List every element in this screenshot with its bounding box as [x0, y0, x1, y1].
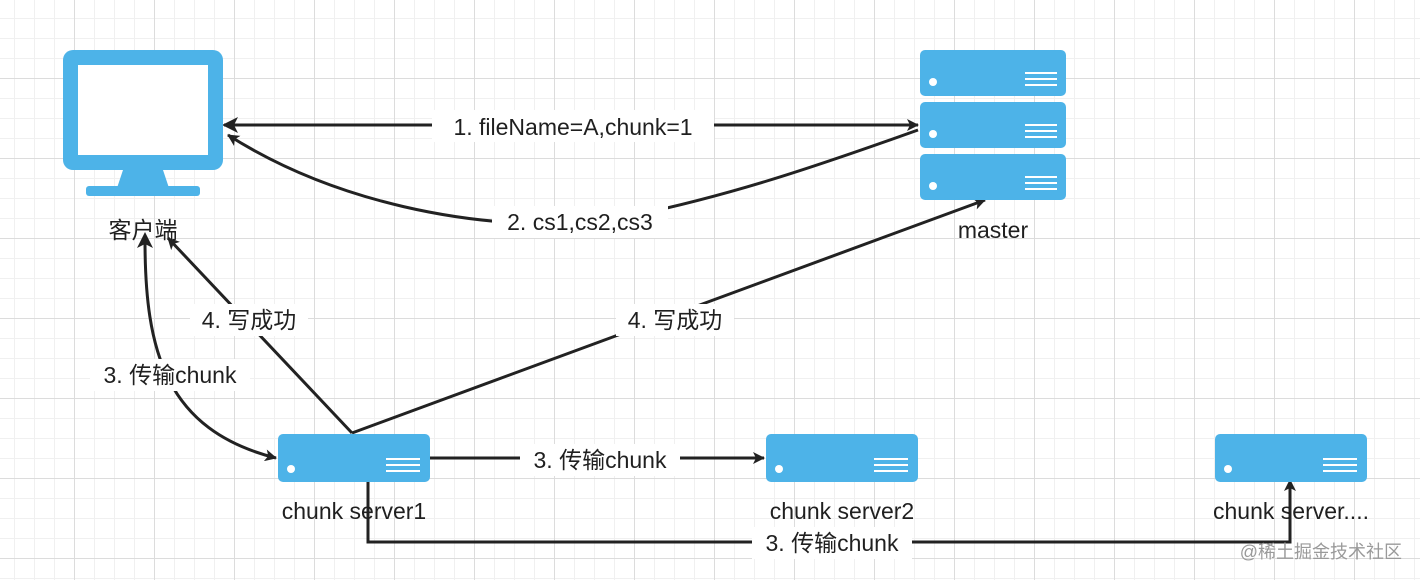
edge-ack-master [351, 198, 986, 435]
node-label-master: master [958, 217, 1029, 243]
edge-label-ack-master: 4. 写成功 [628, 307, 723, 333]
node-label-chunk-server1: chunk server1 [282, 498, 426, 524]
server-unit [920, 154, 1066, 200]
edge-label-transfer-client: 3. 传输chunk [104, 362, 237, 388]
edge-label-response: 2. cs1,cs2,cs3 [507, 209, 653, 235]
node-label-chunk-server-n: chunk server.... [1213, 498, 1369, 524]
edge-transfer-client [143, 239, 277, 462]
edge-label-transfer-csn: 3. 传输chunk [766, 530, 899, 556]
monitor-icon [63, 50, 223, 196]
server-unit [920, 102, 1066, 148]
edge-label-request: 1. fileName=A,chunk=1 [453, 114, 692, 140]
arrowhead-client-request [222, 117, 238, 133]
server-icon [766, 434, 918, 482]
node-label-chunk-server2: chunk server2 [770, 498, 914, 524]
edge-label-ack-client: 4. 写成功 [202, 307, 297, 333]
server-unit [920, 50, 1066, 96]
edge-label-transfer-cs2: 3. 传输chunk [534, 447, 667, 473]
server-stack-icon [920, 50, 1066, 200]
node-label-client: 客户端 [109, 217, 178, 243]
watermark: @稀土掘金技术社区 [1240, 542, 1402, 562]
server-icon [278, 434, 430, 482]
arrowhead-client-transfer [137, 232, 153, 248]
server-icon [1215, 434, 1367, 482]
